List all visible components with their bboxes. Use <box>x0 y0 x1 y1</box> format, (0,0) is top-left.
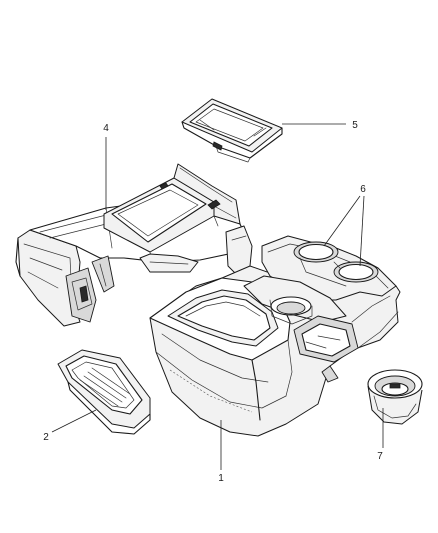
leader-6a <box>323 195 361 247</box>
callout-5: 5 <box>352 120 358 131</box>
callout-6: 6 <box>360 184 366 195</box>
callout-1: 1 <box>218 473 224 484</box>
callout-2: 2 <box>43 432 49 443</box>
part-5-storage-tray <box>181 98 283 163</box>
leader-lines <box>51 123 384 470</box>
callout-labels: 4 5 6 1 2 7 <box>43 120 383 484</box>
leader-2 <box>51 409 97 433</box>
part-2-tray-insert <box>57 349 151 435</box>
callout-4: 4 <box>103 123 109 134</box>
part-7-cup-insert <box>367 369 423 425</box>
leader-6b <box>359 195 365 267</box>
part-4-console-bracket <box>15 163 253 327</box>
callout-7: 7 <box>377 451 383 462</box>
